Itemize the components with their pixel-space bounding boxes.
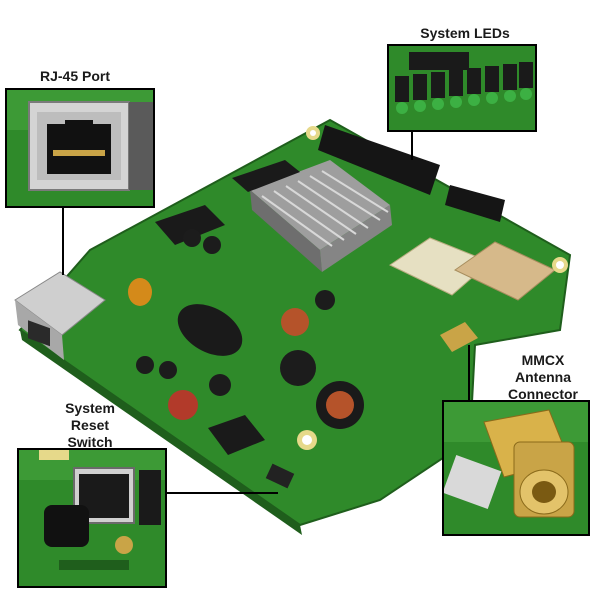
reset-leader-line [166,492,278,494]
heatsink [250,160,392,272]
rj45-leader-line [62,205,64,275]
reset-switch-label: System Reset Switch [35,400,145,451]
mmcx-connector-inset [442,400,590,536]
leds-leader-line [411,130,413,160]
pin-header [318,125,440,195]
mmcx-label-line3: Connector [508,386,578,402]
rj45-port-inset [5,88,155,208]
system-leds-inset [387,44,537,132]
rj45-port-label: RJ-45 Port [39,68,111,84]
mmcx-label: MMCX Antenna Connector [488,352,598,403]
reset-label-line2: Reset [70,417,110,433]
reset-label-line1: System [65,400,115,416]
mmcx-label-line1: MMCX [521,352,565,368]
system-leds-label: System LEDs [420,25,510,41]
reset-switch-inset [17,448,167,588]
mmcx-leader-line [468,345,470,400]
led-row [395,62,533,114]
reset-label-line3: Switch [67,434,113,450]
mmcx-label-line2: Antenna [515,369,571,385]
